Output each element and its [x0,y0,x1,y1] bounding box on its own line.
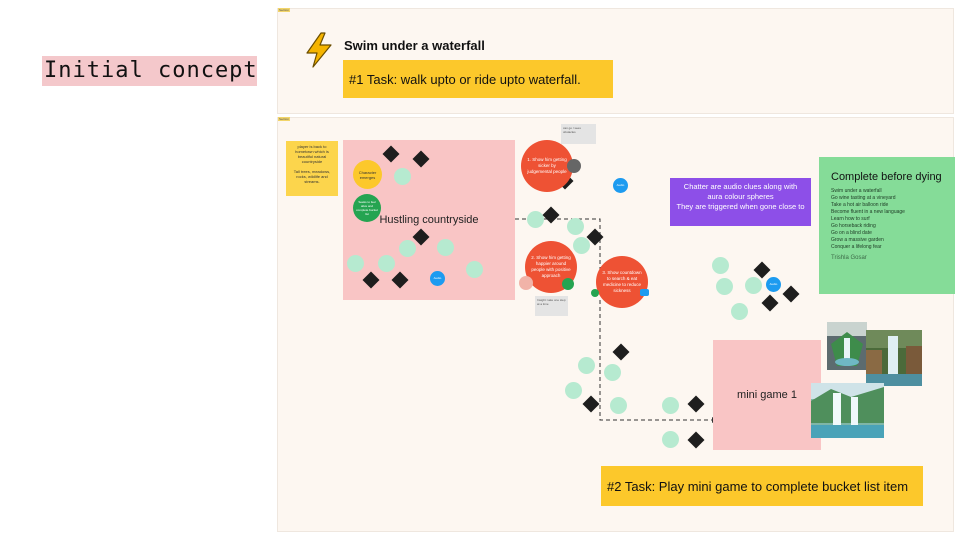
bucket-list-item: Go on a blind date [831,230,872,236]
mint-circle [567,218,584,235]
waterfall-image [827,322,867,370]
mint-circle [378,255,395,272]
mint-circle [565,382,582,399]
mint-circle [731,303,748,320]
character-circle-label: Character emerges [358,169,377,180]
mint-circle [394,168,411,185]
mint-circle [662,431,679,448]
story-beat-1-text: 1. Show him getting sicker by judgementa… [527,157,567,174]
lightning-bolt-icon [306,32,332,68]
bucket-list-item: Go horseback riding [831,223,876,229]
mint-circle [745,277,762,294]
zone-minigame: mini game 1 [713,340,821,450]
goal-circle: Seeks to feel alive and complete bucket … [353,194,381,222]
audio-clue-label: Audio [433,276,442,280]
bucket-list-item: Learn how to surf [831,216,870,222]
mint-circle [604,364,621,381]
bucket-list-item: Go wine tasting at a vineyard [831,195,896,201]
grey-note: Insight: take one step at a time [535,296,568,316]
bottom-frame-tag: Section [278,117,291,121]
story-beat-3-text: 3. Show countdown to search & eat medici… [602,270,642,293]
audio-clue-label: Audio [616,183,625,187]
mint-circle [662,397,679,414]
bucket-list-title: Complete before dying [831,171,942,183]
mint-circle [610,397,627,414]
mint-circle [347,255,364,272]
waterfall-image [811,383,884,438]
mint-circle [466,261,483,278]
bucket-list-item: Take a hot air balloon ride [831,202,889,208]
context-sticky-note: player is back to hometown which is beau… [286,141,338,196]
mint-circle [712,257,729,274]
frame-heading: Swim under a waterfall [344,38,485,53]
slide-title: Initial concept [42,56,257,86]
mint-circle [437,239,454,256]
audio-clues-note: Chatter are audio clues along with aura … [670,178,811,226]
bucket-list-item: Grow a massive garden [831,237,884,243]
bucket-list-card: Complete before dying Swim under a water… [819,157,955,294]
mint-circle [399,240,416,257]
chat-bubble-icon [640,289,649,296]
grey-note: can go / sees obstacles [561,124,596,144]
mint-circle [578,357,595,374]
task-2-banner: #2 Task: Play mini game to complete buck… [601,466,923,506]
task-1-banner: #1 Task: walk upto or ride upto waterfal… [343,60,613,98]
bucket-list-author: Trishla Gosar [831,255,867,261]
avatar [591,289,599,297]
story-beat-3: 3. Show countdown to search & eat medici… [596,256,648,308]
top-frame-tag: Section [278,8,291,12]
mint-circle [716,278,733,295]
audio-clue: Audio [430,271,445,286]
avatar [567,159,581,173]
avatar [562,278,574,290]
bucket-list-item: Become fluent in a new language [831,209,905,215]
audio-clue: Audio [766,277,781,292]
mint-circle [527,211,544,228]
audio-clue: Audio [613,178,628,193]
waterfall-image [866,330,922,386]
avatar [519,276,533,290]
bucket-list-items: Swim under a waterfall Go wine tasting a… [831,188,943,251]
character-circle: Character emerges [353,160,382,189]
story-beat-1: 1. Show him getting sicker by judgementa… [521,140,573,192]
goal-circle-label: Seeks to feel alive and complete bucket … [356,200,378,216]
bucket-list-item: Swim under a waterfall [831,188,882,194]
mint-circle [573,237,590,254]
story-beat-2-text: 2. Show him getting happier around peopl… [531,255,571,278]
bucket-list-item: Conquer a lifelong fear [831,244,882,250]
audio-clue-label: Audio [769,282,778,286]
